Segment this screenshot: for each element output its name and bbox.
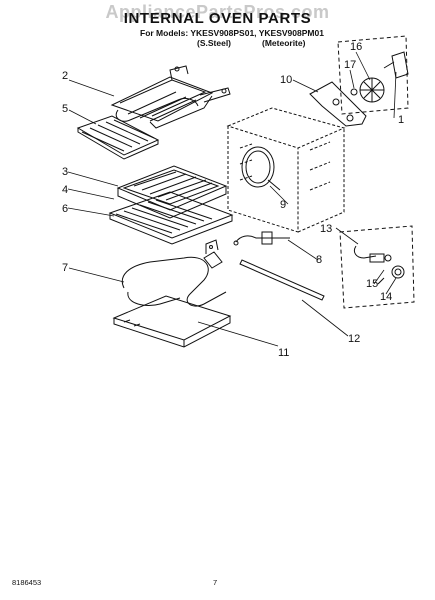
watermark-text: AppliancePartsPros.com xyxy=(105,2,330,22)
callout-6: 6 xyxy=(62,203,68,215)
document-code: 8186453 xyxy=(12,578,42,587)
oven-cavity xyxy=(226,107,346,233)
convection-element xyxy=(241,146,281,191)
variant-stainless: (S.Steel) xyxy=(197,38,232,48)
callout-10: 10 xyxy=(280,74,292,86)
callout-8: 8 xyxy=(316,254,322,266)
oven-rack xyxy=(108,191,234,245)
leader-lines xyxy=(67,51,397,347)
callout-11: 11 xyxy=(278,347,289,359)
convection-fan-assembly xyxy=(337,35,409,115)
callout-16: 16 xyxy=(350,41,362,53)
callout-17: 17 xyxy=(344,59,356,71)
callout-2: 2 xyxy=(62,70,68,82)
callout-4: 4 xyxy=(62,184,68,196)
page-title: INTERNAL OVEN PARTS xyxy=(123,10,312,27)
variant-meteorite: (Meteorite) xyxy=(262,38,306,48)
callout-7: 7 xyxy=(62,262,68,274)
callout-12: 12 xyxy=(348,333,360,345)
callout-labels: 1 2 3 4 5 6 7 8 9 10 11 12 13 14 15 16 1… xyxy=(62,41,404,359)
side-rail xyxy=(239,259,325,301)
callout-3: 3 xyxy=(62,166,68,178)
page-number: 7 xyxy=(213,578,218,587)
broil-pan-grid xyxy=(76,115,160,160)
broil-element xyxy=(110,65,231,129)
callout-15: 15 xyxy=(366,278,378,290)
temperature-sensor xyxy=(233,231,290,246)
callout-1: 1 xyxy=(398,114,404,126)
broil-pan xyxy=(116,165,228,219)
models-line: For Models: YKESV908PS01, YKESV908PM01 xyxy=(140,28,324,38)
bake-element xyxy=(121,239,227,307)
callout-14: 14 xyxy=(380,291,392,303)
switch-light-assembly xyxy=(339,225,415,309)
fan-shroud xyxy=(309,81,367,127)
bottom-tray xyxy=(112,295,232,348)
callout-13: 13 xyxy=(320,223,332,235)
callout-5: 5 xyxy=(62,103,68,115)
callout-9: 9 xyxy=(280,199,286,211)
